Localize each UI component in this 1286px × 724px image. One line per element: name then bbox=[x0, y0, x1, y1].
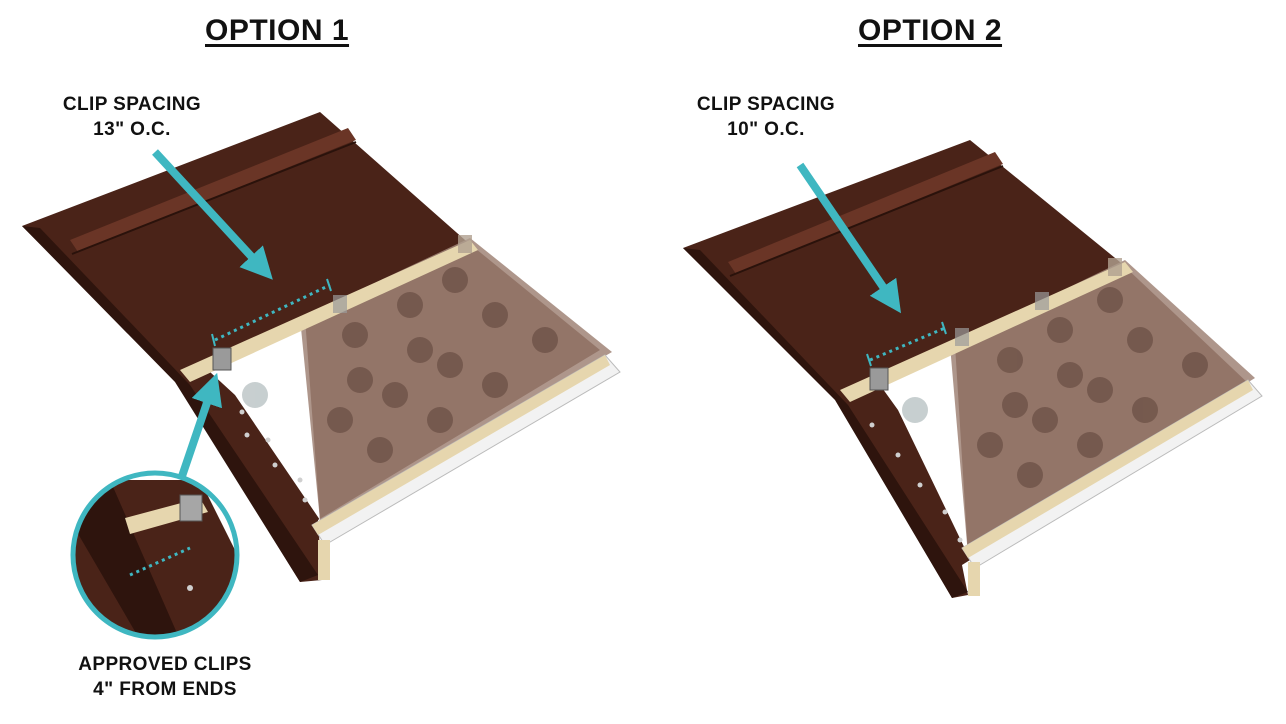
option-2-clip bbox=[869, 367, 889, 391]
option-1-clip bbox=[333, 295, 347, 313]
option-1-clip-arrow bbox=[174, 372, 222, 490]
option-1-clip-spacing-label: CLIP SPACING 13" O.C. bbox=[52, 92, 212, 142]
option-1-clips-line1: APPROVED CLIPS bbox=[78, 654, 252, 675]
option-2-diagram bbox=[683, 140, 1263, 598]
option-2-spacing-arrow bbox=[796, 162, 902, 314]
option-2-spacing-line2: 10" O.C. bbox=[727, 119, 805, 140]
option-1-screws bbox=[239, 409, 308, 503]
option-2-spacing-line1: CLIP SPACING bbox=[696, 94, 836, 115]
option-1-title: OPTION 1 bbox=[205, 14, 350, 47]
option-2-clip-rail bbox=[840, 262, 1133, 402]
option-1-approved-clips-label: APPROVED CLIPS 4" FROM ENDS bbox=[40, 652, 290, 702]
option-1-clip-rail bbox=[180, 240, 478, 382]
option-1-spacing-dimension bbox=[214, 283, 331, 342]
option-2-clip-spacing-label: CLIP SPACING 10" O.C. bbox=[686, 92, 846, 142]
option-1-spacing-arrow bbox=[152, 149, 273, 280]
option-2-film-logos bbox=[902, 287, 1208, 488]
option-2-screws bbox=[869, 422, 963, 543]
option-1-clip bbox=[212, 347, 232, 371]
option-2-clip bbox=[955, 328, 969, 346]
option-1-spacing-line2: 13" O.C. bbox=[93, 119, 171, 140]
option-2-seam-rib bbox=[728, 152, 1003, 274]
option-1-front-trim-edge bbox=[312, 355, 610, 535]
option-1-underlayment bbox=[210, 318, 320, 520]
option-1-clips-line2: 4" FROM ENDS bbox=[93, 679, 237, 700]
option-1-diagram bbox=[22, 112, 621, 640]
option-1-clip bbox=[458, 235, 472, 253]
option-1-spacing-line1: CLIP SPACING bbox=[62, 94, 202, 115]
option-2-clip bbox=[1108, 258, 1122, 276]
option-2-clip bbox=[1035, 292, 1049, 310]
option-2-panel-edge bbox=[683, 248, 968, 598]
option-1-film-logos bbox=[242, 267, 558, 463]
option-1-panel-edge bbox=[22, 226, 318, 582]
option-2-underlayment bbox=[880, 345, 968, 555]
option-2-title: OPTION 2 bbox=[858, 14, 1003, 47]
option-2-front-trim-edge bbox=[962, 380, 1253, 558]
option-1-zoom-detail bbox=[70, 470, 240, 640]
option-1-seam-rib bbox=[70, 128, 356, 252]
